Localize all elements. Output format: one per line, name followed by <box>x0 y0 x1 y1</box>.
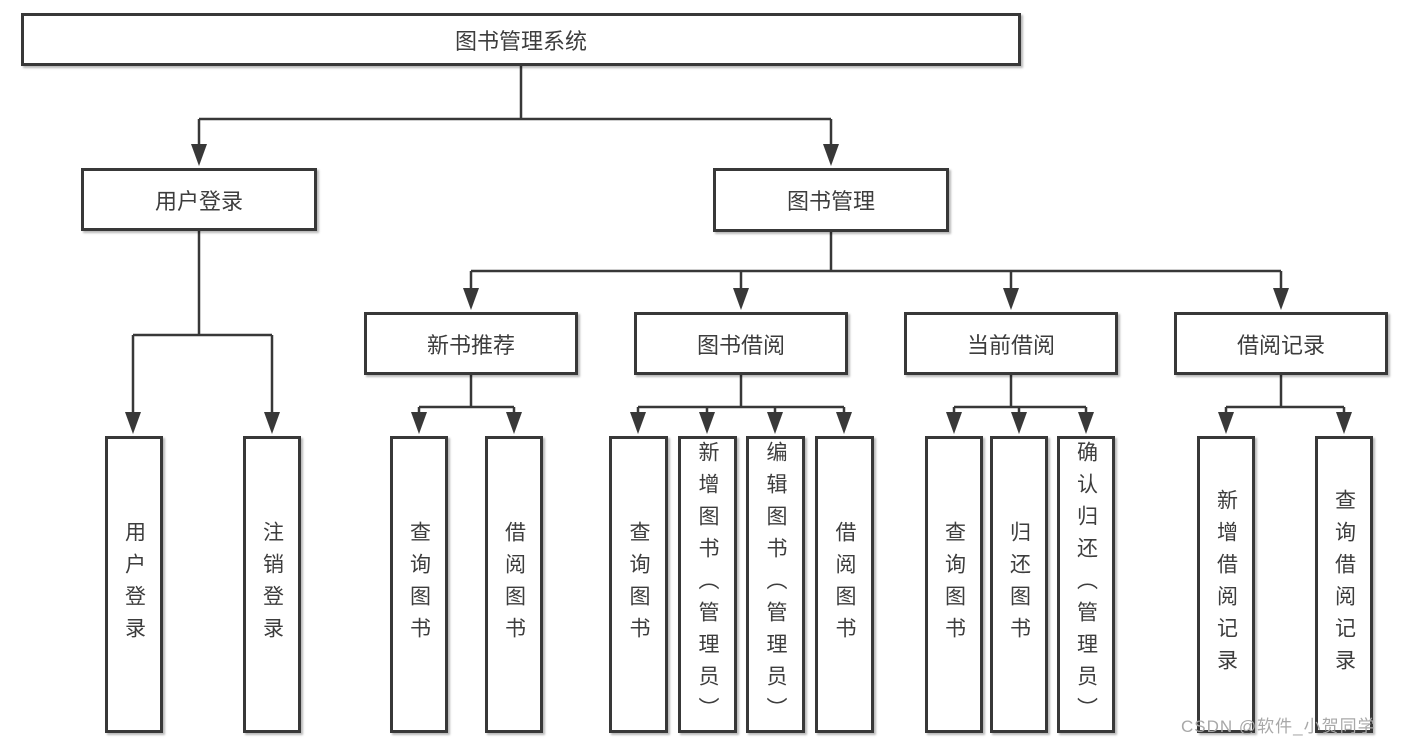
node-label: 新增借阅记录 <box>1214 488 1238 681</box>
node-label: 编辑图书（管理员） <box>764 440 787 729</box>
leaf-add-books-admin: 新增图书（管理员） <box>678 436 737 733</box>
node-label: 借阅图书 <box>502 520 526 649</box>
leaf-query-books-current: 查询图书 <box>925 436 983 733</box>
node-label: 确认归还（管理员） <box>1074 440 1098 729</box>
connector-lines <box>131 66 1346 418</box>
leaf-return-books: 归还图书 <box>990 436 1048 733</box>
node-label: 用户登录 <box>154 188 243 214</box>
node-label: 用户登录 <box>122 520 146 649</box>
node-user-login: 用户登录 <box>81 168 317 231</box>
node-label: 新书推荐 <box>426 332 515 358</box>
node-label: 查询图书 <box>627 520 650 649</box>
node-label: 图书管理系统 <box>454 28 587 54</box>
leaf-query-books-borrow: 查询图书 <box>609 436 668 733</box>
leaf-query-borrow-record: 查询借阅记录 <box>1315 436 1373 733</box>
node-label: 当前借阅 <box>966 332 1055 358</box>
node-label: 图书管理 <box>786 189 875 214</box>
leaf-edit-books-admin: 编辑图书（管理员） <box>746 436 805 733</box>
node-label: 查询借阅记录 <box>1332 488 1356 681</box>
node-label: 归还图书 <box>1007 520 1031 649</box>
node-book-management: 图书管理 <box>713 168 949 232</box>
node-label: 新增图书（管理员） <box>696 440 719 729</box>
node-current-borrow: 当前借阅 <box>904 312 1118 375</box>
node-label: 查询图书 <box>407 520 431 649</box>
node-label: 查询图书 <box>942 520 966 649</box>
leaf-query-books-recommend: 查询图书 <box>390 436 448 733</box>
node-new-book-recommend: 新书推荐 <box>364 312 578 375</box>
leaf-logout: 注销登录 <box>243 436 301 733</box>
node-label: 借阅记录 <box>1236 332 1325 358</box>
node-label: 借阅图书 <box>833 520 856 649</box>
node-borrow-records: 借阅记录 <box>1174 312 1388 375</box>
csdn-watermark: CSDN @软件_小贺同学 <box>1181 717 1376 736</box>
node-root-library-system: 图书管理系统 <box>21 13 1021 66</box>
node-label: 注销登录 <box>260 520 284 649</box>
arrowheads <box>125 144 1352 434</box>
node-book-borrow: 图书借阅 <box>634 312 848 375</box>
leaf-borrow-books-recommend: 借阅图书 <box>485 436 543 733</box>
node-label: 图书借阅 <box>696 332 785 358</box>
leaf-add-borrow-record: 新增借阅记录 <box>1197 436 1255 733</box>
leaf-confirm-return-admin: 确认归还（管理员） <box>1057 436 1115 733</box>
leaf-user-login: 用户登录 <box>105 436 163 733</box>
leaf-borrow-books: 借阅图书 <box>815 436 874 733</box>
